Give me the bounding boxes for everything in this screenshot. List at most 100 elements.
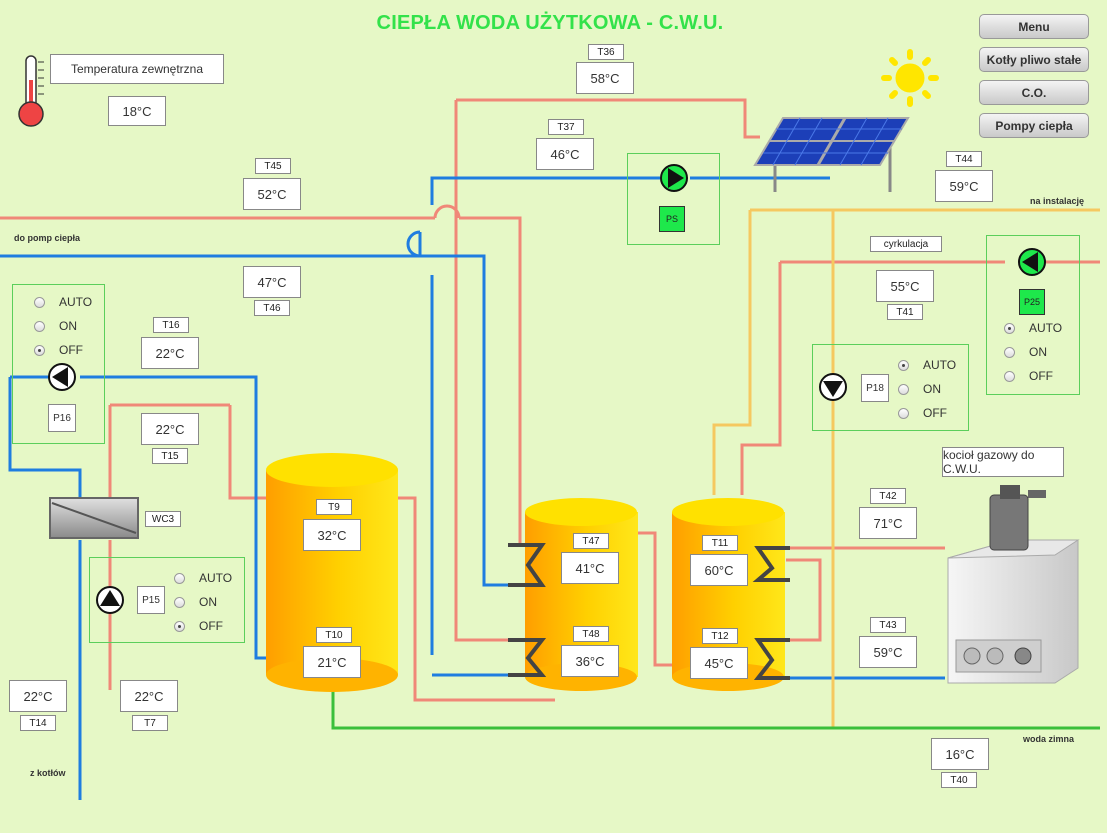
sensor-tag-t46: T46 [254, 300, 290, 316]
p15-auto-radio[interactable] [174, 572, 185, 584]
label-z-kotlow: z kotłów [30, 768, 66, 778]
p16-off-radio[interactable] [34, 344, 45, 356]
p18-off-option[interactable]: OFF [898, 406, 947, 420]
p15-on-label: ON [199, 595, 217, 609]
p25-auto-option[interactable]: AUTO [1004, 321, 1062, 335]
boiler-label: kocioł gazowy do C.W.U. [942, 447, 1064, 477]
pump-p25-panel [986, 235, 1080, 395]
sensor-tag-t37: T37 [548, 119, 584, 135]
sensor-tag-t15: T15 [152, 448, 188, 464]
p18-auto-radio[interactable] [898, 359, 909, 371]
sensor-tag-t11: T11 [702, 535, 738, 551]
p18-on-radio[interactable] [898, 383, 909, 395]
p15-off-radio[interactable] [174, 620, 185, 632]
pump-p16-status[interactable]: P16 [48, 404, 76, 432]
sensor-tag-t41: T41 [887, 304, 923, 320]
p15-off-option[interactable]: OFF [174, 619, 223, 633]
menu-button[interactable]: Menu [979, 14, 1089, 39]
sensor-value-t16: 22°C [141, 337, 199, 369]
sensor-tag-t9: T9 [316, 499, 352, 515]
label-cyrkulacja: cyrkulacja [870, 236, 942, 252]
cold-water-pipe [331, 690, 1100, 730]
outside-temp-label: Temperatura zewnętrzna [50, 54, 224, 84]
sun-icon [881, 49, 939, 107]
p18-off-radio[interactable] [898, 407, 909, 419]
sensor-value-t9: 32°C [303, 519, 361, 551]
p16-auto-radio[interactable] [34, 296, 45, 308]
p18-auto-option[interactable]: AUTO [898, 358, 956, 372]
co-button[interactable]: C.O. [979, 80, 1089, 105]
p18-off-label: OFF [923, 406, 947, 420]
pump-ps-icon [660, 164, 688, 192]
p16-auto-label: AUTO [59, 295, 93, 309]
pump-ps-panel [627, 153, 720, 245]
p15-on-option[interactable]: ON [174, 595, 217, 609]
p25-on-radio[interactable] [1004, 346, 1015, 358]
pump-p25-status[interactable]: P25 [1019, 289, 1045, 315]
circulation-pipes [712, 208, 1100, 728]
p18-on-label: ON [923, 382, 941, 396]
sensor-tag-t47: T47 [573, 533, 609, 549]
sensor-value-t42: 71°C [859, 507, 917, 539]
kotly-button[interactable]: Kotły pliwo stałe [979, 47, 1089, 72]
p25-on-option[interactable]: ON [1004, 345, 1047, 359]
pump-p15-panel [89, 557, 245, 643]
pump-p25-icon [1018, 248, 1046, 276]
pump-p18-status[interactable]: P18 [861, 374, 889, 402]
pump-p16-icon [48, 363, 76, 391]
sensor-value-t12: 45°C [690, 647, 748, 679]
sensor-value-t10: 21°C [303, 646, 361, 678]
p15-auto-option[interactable]: AUTO [174, 571, 232, 585]
sensor-tag-t7: T7 [132, 715, 168, 731]
p18-on-option[interactable]: ON [898, 382, 941, 396]
pump-ps-status[interactable]: PS [659, 206, 685, 232]
p16-off-option[interactable]: OFF [34, 343, 83, 357]
sensor-value-t43: 59°C [859, 636, 917, 668]
sensor-value-t45: 52°C [243, 178, 301, 210]
p15-off-label: OFF [199, 619, 223, 633]
p16-on-label: ON [59, 319, 77, 333]
p16-auto-option[interactable]: AUTO [34, 295, 92, 309]
p25-off-option[interactable]: OFF [1004, 369, 1053, 383]
p25-off-label: OFF [1029, 369, 1053, 383]
sensor-tag-t42: T42 [870, 488, 906, 504]
sensor-value-t7: 22°C [120, 680, 178, 712]
sensor-tag-t10: T10 [316, 627, 352, 643]
p18-auto-label: AUTO [923, 358, 957, 372]
pump-p16-panel [12, 284, 105, 444]
label-wc3: WC3 [145, 511, 181, 527]
sensor-value-t48: 36°C [561, 645, 619, 677]
sensor-tag-t45: T45 [255, 158, 291, 174]
sensor-tag-t36: T36 [588, 44, 624, 60]
outside-temp-value: 18°C [108, 96, 166, 126]
pump-p18-icon [819, 373, 847, 401]
p25-auto-label: AUTO [1029, 321, 1063, 335]
sensor-tag-t12: T12 [702, 628, 738, 644]
sensor-tag-t14: T14 [20, 715, 56, 731]
sensor-tag-t43: T43 [870, 617, 906, 633]
sensor-value-t47: 41°C [561, 552, 619, 584]
sensor-value-t44: 59°C [935, 170, 993, 202]
thermometer-icon [18, 55, 44, 127]
solar-panel-icon [753, 117, 910, 192]
sensor-tag-t40: T40 [941, 772, 977, 788]
sensor-tag-t16: T16 [153, 317, 189, 333]
tank-coils [508, 543, 790, 680]
label-woda-zimna: woda zimna [1023, 734, 1075, 744]
label-na-instalacje: na instalację [1030, 196, 1085, 206]
sensor-value-t36: 58°C [576, 62, 634, 94]
p25-off-radio[interactable] [1004, 370, 1015, 382]
p25-auto-radio[interactable] [1004, 322, 1015, 334]
p16-on-option[interactable]: ON [34, 319, 77, 333]
sensor-tag-t44: T44 [946, 151, 982, 167]
page-title: CIEPŁA WODA UŻYTKOWA - C.W.U. [376, 12, 724, 34]
sensor-value-t14: 22°C [9, 680, 67, 712]
sensor-value-t41: 55°C [876, 270, 934, 302]
p16-on-radio[interactable] [34, 320, 45, 332]
sensor-value-t11: 60°C [690, 554, 748, 586]
p15-on-radio[interactable] [174, 596, 185, 608]
pompy-button[interactable]: Pompy ciepła [979, 113, 1089, 138]
gas-boiler-icon [947, 485, 1080, 684]
p15-auto-label: AUTO [199, 571, 233, 585]
pump-p15-status[interactable]: P15 [137, 586, 165, 614]
